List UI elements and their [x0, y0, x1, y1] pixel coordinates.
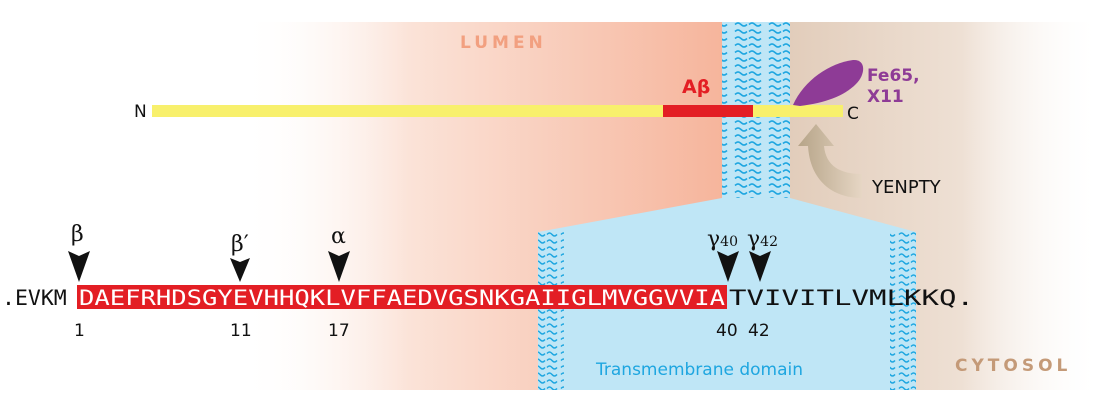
fe65-x11-adaptor-shape — [793, 59, 864, 106]
residue-number-11: 11 — [230, 321, 252, 341]
beta-cleavage-arrow — [68, 251, 90, 282]
abeta-sequence: DAEFRHDSGYEVHHQKLVFFAEDVGSNKGAIIGLMVGGVV… — [79, 286, 725, 311]
adaptor-label-line1: Fe65, — [867, 66, 920, 86]
gamma40-site-label: γ40 — [707, 227, 738, 252]
adaptor-label-line2: X11 — [867, 87, 904, 107]
sequence-suffix: TVIVITLVMLKKQ. — [729, 286, 974, 311]
app-c-terminal-tail — [753, 105, 843, 117]
cytosol-label: CYTOSOL — [955, 356, 1071, 376]
alpha-site-label: α — [331, 224, 346, 249]
residue-number-1: 1 — [74, 321, 85, 341]
beta-prime-site-label: β′ — [231, 232, 249, 257]
sequence-prefix: .EVKM — [2, 286, 67, 311]
yenpty-binding-arrow — [798, 124, 862, 198]
lower-membrane-left-lipids — [538, 232, 564, 390]
residue-number-17: 17 — [328, 321, 350, 341]
app-ectodomain — [152, 105, 663, 117]
yenpty-motif-label: YENPTY — [871, 177, 942, 198]
abeta-sequence-highlight — [77, 285, 727, 309]
gamma42-site-label: γ42 — [747, 227, 778, 252]
beta-site-label: β — [71, 222, 84, 247]
alpha-cleavage-arrow — [328, 251, 350, 282]
residue-number-40: 40 — [716, 321, 738, 341]
beta-prime-cleavage-arrow — [230, 258, 250, 282]
abeta-region — [663, 105, 753, 117]
lumen-label: LUMEN — [460, 33, 547, 53]
c-terminus-label: C — [847, 104, 859, 124]
residue-number-42: 42 — [748, 321, 770, 341]
lower-membrane-right-lipids — [890, 232, 916, 390]
n-terminus-label: N — [134, 102, 147, 122]
gamma42-cleavage-arrow — [749, 251, 771, 282]
abeta-label: Aβ — [682, 76, 710, 98]
transmembrane-domain-label: Transmembrane domain — [595, 360, 803, 380]
gamma40-cleavage-arrow — [717, 251, 739, 282]
